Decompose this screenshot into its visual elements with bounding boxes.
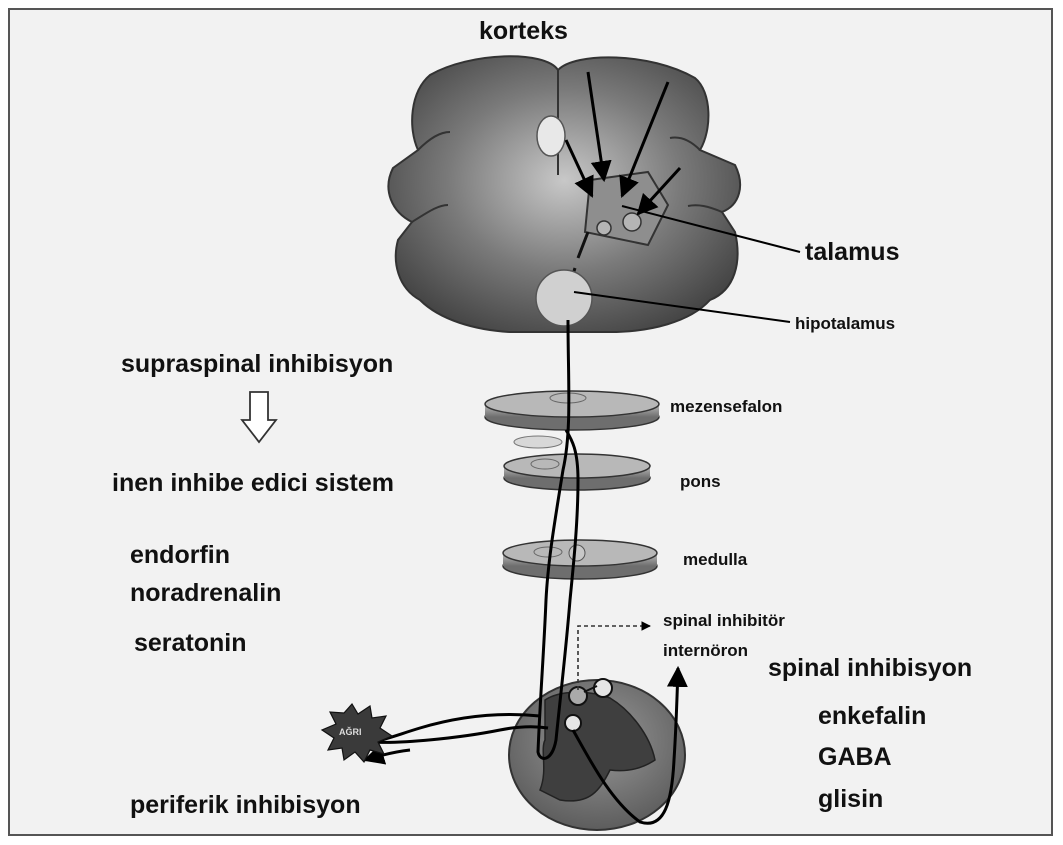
thalamus-nucleus-1: [597, 221, 611, 235]
ventricle-left: [537, 116, 565, 156]
hollow-down-arrow: [242, 392, 276, 442]
agri-label: AĞRI: [339, 728, 362, 737]
pons-label: pons: [680, 473, 721, 490]
interneuron-2: [594, 679, 612, 697]
mesencephalon-disc: [485, 391, 659, 430]
mezensefalon-label: mezensefalon: [670, 398, 782, 415]
interneuron-3: [565, 715, 581, 731]
talamus-label: talamus: [805, 240, 899, 265]
peripheral-title: periferik inhibisyon: [130, 793, 361, 818]
substance-noradrenalin: noradrenalin: [130, 581, 281, 606]
thalamus-nucleus-2: [623, 213, 641, 231]
substance-endorfin: endorfin: [130, 543, 230, 568]
brain-coronal-section: [388, 56, 740, 332]
substance-gaba: GABA: [818, 745, 892, 770]
supraspinal-title: supraspinal inhibisyon: [121, 352, 393, 377]
spinal-title: spinal inhibisyon: [768, 656, 972, 681]
substance-enkefalin: enkefalin: [818, 704, 926, 729]
descending-system-label: inen inhibe edici sistem: [112, 471, 394, 496]
spinal-cord-section: [509, 679, 685, 830]
korteks-label: korteks: [479, 19, 568, 44]
substance-glisin: glisin: [818, 787, 883, 812]
spinal-interneuron-label-line2: internöron: [663, 642, 748, 659]
spinal-interneuron-label-line1: spinal inhibitör: [663, 612, 785, 629]
hipotalamus-label: hipotalamus: [795, 315, 895, 332]
peripheral-arrow: [365, 750, 410, 760]
hypothalamus-region: [536, 270, 592, 326]
medulla-label: medulla: [683, 551, 747, 568]
substance-seratonin: seratonin: [134, 631, 247, 656]
medulla-disc: [503, 540, 657, 579]
mesencephalon-pons-gap-oval: [514, 436, 562, 448]
